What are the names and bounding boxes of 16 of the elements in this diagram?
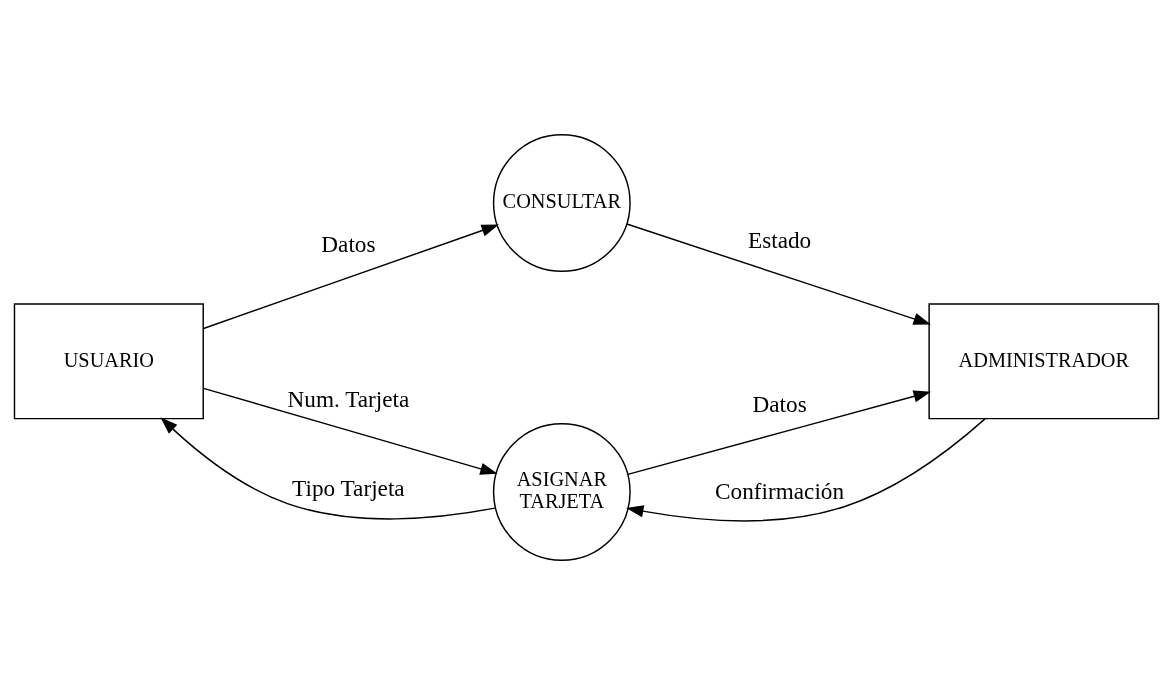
- arrow: [627, 389, 931, 475]
- node-circle: ASIGNAR TARJETA: [492, 422, 631, 561]
- arrow: [626, 222, 931, 325]
- edge-label: Datos: [321, 230, 376, 257]
- arrow: [160, 416, 496, 520]
- edge-label: Estado: [747, 226, 812, 253]
- node-box: USUARIO: [13, 302, 204, 419]
- edge-label: Confirmación: [715, 477, 845, 504]
- edge-label: Num. Tarjeta: [287, 385, 410, 412]
- node-box: ADMINISTRADOR: [928, 302, 1160, 419]
- arrow: [202, 387, 498, 475]
- arrow: [202, 224, 499, 329]
- arrow: [626, 417, 986, 521]
- edge-label: Datos: [752, 390, 807, 417]
- node-circle: CONSULTAR: [492, 133, 631, 272]
- edge-label: Tipo Tarjeta: [292, 474, 405, 501]
